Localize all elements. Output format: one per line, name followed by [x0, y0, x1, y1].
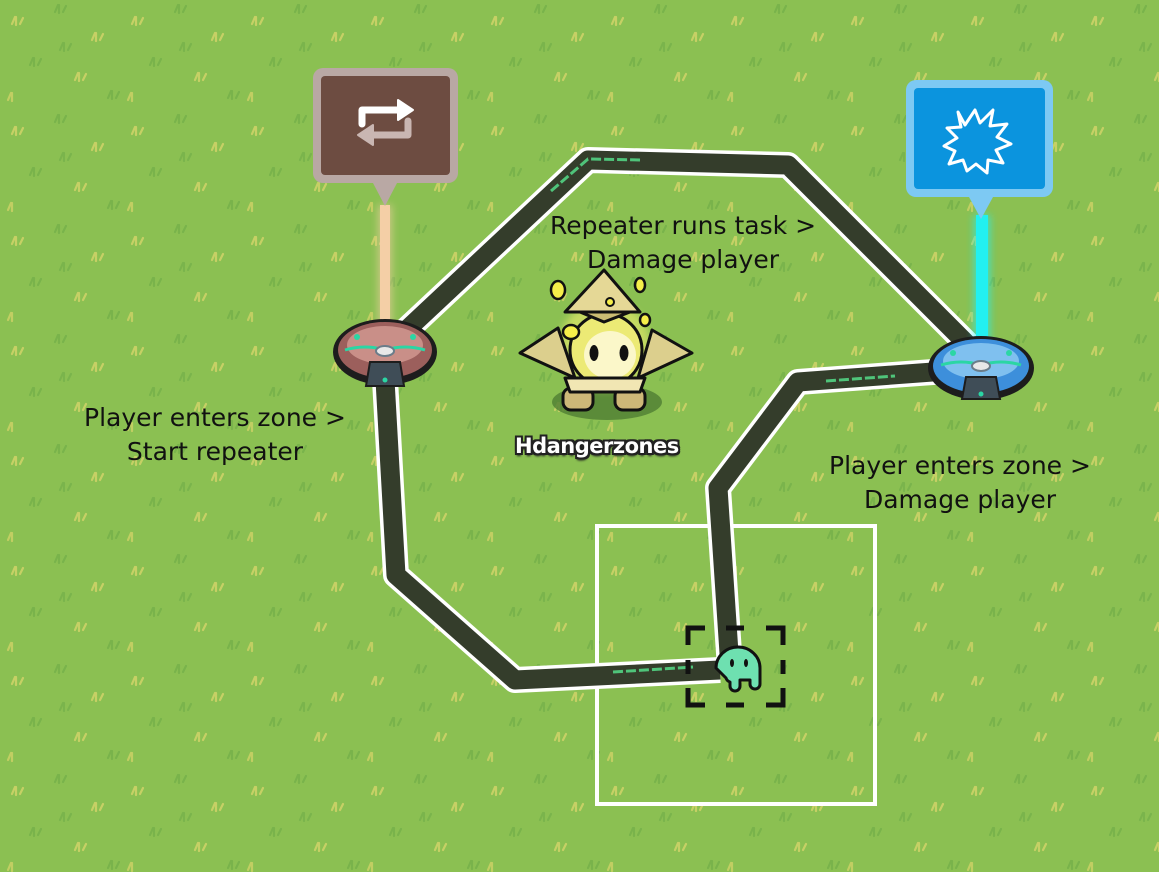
- zone-marker[interactable]: [685, 625, 786, 708]
- repeater-sign[interactable]: [313, 68, 458, 206]
- wire-pulse: [612, 665, 694, 674]
- task-wire-label: Repeater runs task > Damage player: [523, 209, 843, 277]
- wire-repeater-to-zone[interactable]: [372, 379, 721, 693]
- damager-beam: [976, 215, 988, 357]
- zone-ghost-icon: [714, 645, 762, 693]
- wire-damager-to-zone[interactable]: [705, 357, 961, 669]
- player-character[interactable]: [518, 268, 694, 420]
- wire-pulse: [550, 157, 641, 193]
- player-name-tag: Hdangerzones: [515, 434, 679, 458]
- selection-brackets: [685, 625, 786, 708]
- damager-sign[interactable]: [906, 80, 1053, 219]
- task-wire-label-line2: Damage player: [586, 245, 780, 274]
- wire-pulse: [825, 374, 896, 383]
- repeater-beam: [380, 205, 390, 353]
- damage-wire-label-line1: Player enters zone >: [829, 451, 1091, 480]
- repeater-base[interactable]: [333, 319, 437, 387]
- burst-icon: [942, 108, 1013, 175]
- damage-wire-label: Player enters zone > Damage player: [800, 449, 1120, 517]
- task-wire-label-line1: Repeater runs task >: [549, 211, 817, 240]
- repeater-device[interactable]: [313, 68, 458, 387]
- damage-wire-label-line2: Damage player: [863, 485, 1057, 514]
- repeater-wire-label-line2: Start repeater: [126, 437, 304, 466]
- repeat-icon: [357, 99, 414, 146]
- repeater-wire-label-line1: Player enters zone >: [84, 403, 346, 432]
- damager-device[interactable]: [906, 80, 1053, 400]
- damager-base[interactable]: [928, 336, 1034, 400]
- wire-repeater-to-damager[interactable]: [374, 147, 988, 365]
- repeater-wire-label: Player enters zone > Start repeater: [60, 401, 370, 469]
